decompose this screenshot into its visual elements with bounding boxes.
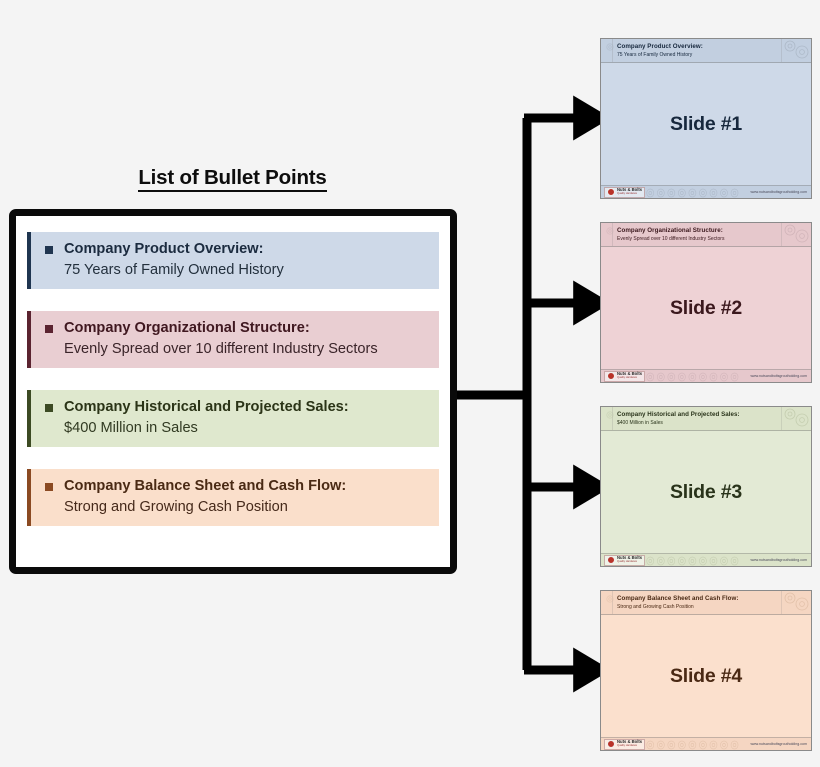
header-right-cap [781,591,811,614]
gear-strip-icon [646,556,739,566]
logo-tagline: Quality Hardware [617,376,638,379]
gear-icon [606,595,614,603]
list-item-heading: Company Historical and Projected Sales: [64,399,349,415]
logo-name: Nuts & Bolts [617,738,643,744]
list-item[interactable]: Company Balance Sheet and Cash Flow: Str… [27,469,439,526]
page-title-text: List of Bullet Points [138,166,327,192]
brand-logo: Nuts & Bolts Quality Hardware [604,186,646,198]
footer-url: www.nutsandboltsgroutholding.com [750,190,807,194]
logo-text: Nuts & Bolts Quality Hardware [617,738,643,749]
logo-mark-icon [607,556,615,564]
bullet-square-icon [45,246,53,254]
brand-logo: Nuts & Bolts Quality Hardware [604,370,646,382]
header-left-cap [601,223,614,246]
slide-header-title: Company Product Overview: [617,43,703,50]
list-item-heading: Company Organizational Structure: [64,320,310,336]
slide-header-subtitle: 75 Years of Family Owned History [617,52,693,58]
logo-tagline: Quality Hardware [617,192,638,195]
brand-logo: Nuts & Bolts Quality Hardware [604,738,646,750]
header-left-cap [601,39,614,62]
slide-footer: Nuts & Bolts Quality Hardware www.n [601,553,811,566]
footer-url: www.nutsandboltsgroutholding.com [750,374,807,378]
logo-mark-icon [607,188,615,196]
slide-thumbnail-3[interactable]: Company Historical and Projected Sales: … [600,406,812,567]
slide-thumbnail-2[interactable]: Company Organizational Structure: Evenly… [600,222,812,383]
list-item-subtext: Strong and Growing Cash Position [64,499,288,515]
list-item-heading: Company Balance Sheet and Cash Flow: [64,478,347,494]
slide-body-text: Slide #2 [669,296,743,319]
list-item-subtext: $400 Million in Sales [64,420,198,436]
footer-decoration [645,186,750,198]
slide-header: Company Balance Sheet and Cash Flow: Str… [601,591,811,615]
gear-strip-icon [646,372,739,382]
slide-header-subtitle: Strong and Growing Cash Position [617,604,694,610]
slide-header-title: Company Historical and Projected Sales: [617,411,740,418]
list-item[interactable]: Company Historical and Projected Sales: … [27,390,439,447]
logo-tagline: Quality Hardware [617,744,638,747]
list-item[interactable]: Company Product Overview: 75 Years of Fa… [27,232,439,289]
slide-body: Slide #4 [601,615,811,737]
gear-icon [606,227,614,235]
slide-header: Company Product Overview: 75 Years of Fa… [601,39,811,63]
logo-name: Nuts & Bolts [617,370,643,376]
list-item-subtext: 75 Years of Family Owned History [64,262,284,278]
gear-strip-icon [646,188,739,198]
bullet-square-icon [45,325,53,333]
slide-thumbnail-1[interactable]: Company Product Overview: 75 Years of Fa… [600,38,812,199]
gear-pattern-icon [784,40,809,59]
gear-icon [606,43,614,51]
slide-header-title: Company Balance Sheet and Cash Flow: [617,595,739,602]
header-right-cap [781,407,811,430]
logo-text: Nuts & Bolts Quality Hardware [617,186,643,197]
slide-footer: Nuts & Bolts Quality Hardware www.n [601,185,811,198]
header-right-cap [781,39,811,62]
logo-name: Nuts & Bolts [617,186,643,192]
bullet-square-icon [45,483,53,491]
list-item-subtext: Evenly Spread over 10 different Industry… [64,341,378,357]
logo-text: Nuts & Bolts Quality Hardware [617,554,643,565]
gear-pattern-icon [784,408,809,427]
gear-pattern-icon [784,592,809,611]
slide-thumbnail-4[interactable]: Company Balance Sheet and Cash Flow: Str… [600,590,812,751]
slide-body-text: Slide #4 [669,664,743,687]
footer-decoration [645,554,750,566]
logo-mark-icon [607,372,615,380]
header-left-cap [601,591,614,614]
slide-body: Slide #3 [601,431,811,553]
header-left-cap [601,407,614,430]
slide-header: Company Organizational Structure: Evenly… [601,223,811,247]
list-item-heading: Company Product Overview: [64,241,264,257]
header-right-cap [781,223,811,246]
slide-footer: Nuts & Bolts Quality Hardware www.n [601,737,811,750]
slide-footer: Nuts & Bolts Quality Hardware www.n [601,369,811,382]
slide-header-subtitle: $400 Million in Sales [617,420,663,426]
logo-tagline: Quality Hardware [617,560,638,563]
footer-url: www.nutsandboltsgroutholding.com [750,742,807,746]
gear-pattern-icon [784,224,809,243]
logo-name: Nuts & Bolts [617,554,643,560]
slide-body: Slide #2 [601,247,811,369]
slide-body-text: Slide #1 [669,112,743,135]
slide-header: Company Historical and Projected Sales: … [601,407,811,431]
slide-header-subtitle: Evenly Spread over 10 different Industry… [617,236,725,242]
list-item[interactable]: Company Organizational Structure: Evenly… [27,311,439,368]
slide-body-text: Slide #3 [669,480,743,503]
logo-text: Nuts & Bolts Quality Hardware [617,370,643,381]
brand-logo: Nuts & Bolts Quality Hardware [604,554,646,566]
footer-decoration [645,370,750,382]
gear-icon [606,411,614,419]
footer-decoration [645,738,750,750]
slide-body: Slide #1 [601,63,811,185]
logo-mark-icon [607,740,615,748]
bullet-square-icon [45,404,53,412]
footer-url: www.nutsandboltsgroutholding.com [750,558,807,562]
bullet-list-box: Company Product Overview: 75 Years of Fa… [9,209,457,574]
gear-strip-icon [646,740,739,750]
page-title: List of Bullet Points [0,166,465,192]
slide-header-title: Company Organizational Structure: [617,227,723,234]
